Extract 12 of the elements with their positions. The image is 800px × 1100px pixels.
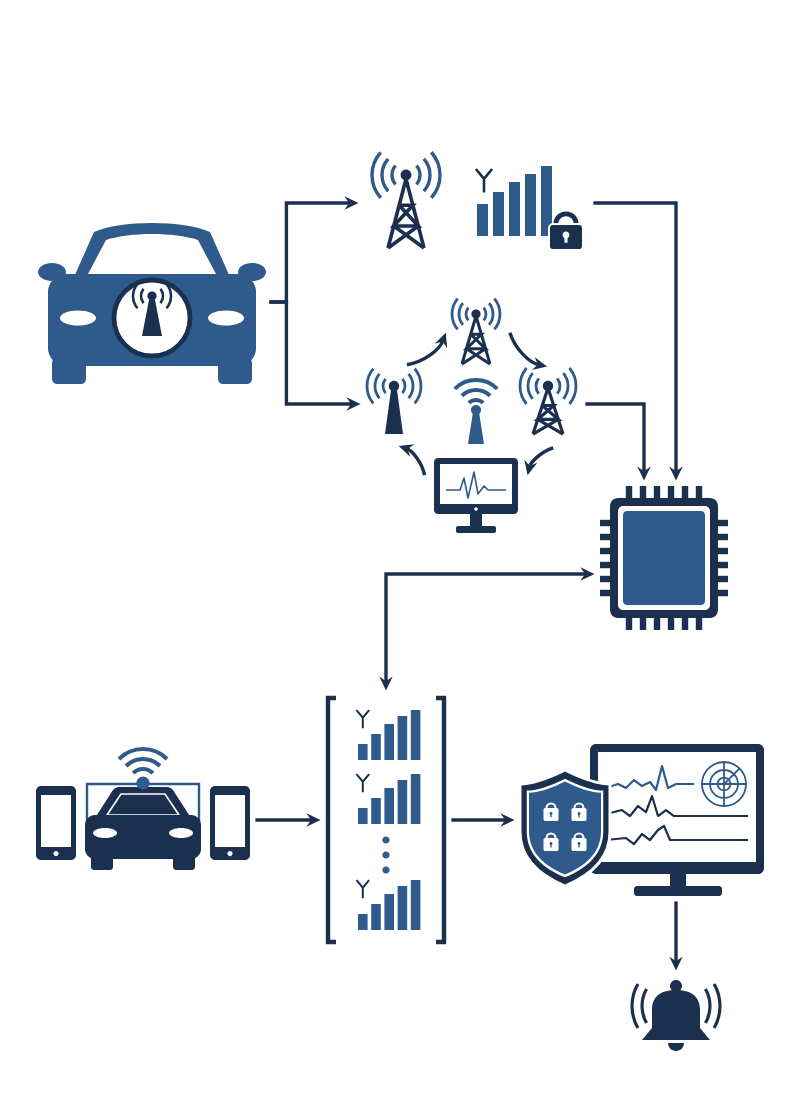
car-phones-icon	[36, 747, 250, 870]
car-icon	[38, 223, 266, 384]
wifi-tower-icon	[453, 378, 499, 444]
bell-icon	[630, 980, 722, 1051]
signal-tower-lock-icon	[370, 151, 584, 251]
cell-tower-icon	[518, 367, 578, 436]
monitor-icon	[434, 458, 518, 533]
chip-icon	[600, 486, 728, 630]
shield-monitor-icon	[518, 744, 764, 896]
cell-tower-icon	[365, 367, 423, 434]
cell-tower-icon	[450, 297, 502, 366]
signal-bars-list-icon	[325, 695, 447, 945]
